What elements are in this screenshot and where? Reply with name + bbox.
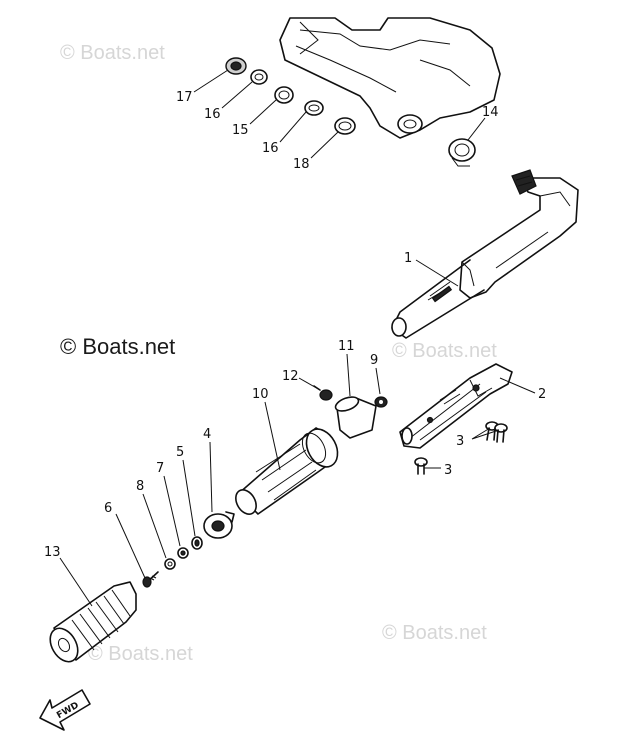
callout-3a: 3 (456, 434, 464, 449)
callout-1: 1 (404, 251, 412, 266)
callout-3b: 3 (444, 463, 452, 478)
part-3-screw-b (494, 423, 508, 443)
part-2-grip-bracket (399, 363, 513, 449)
watermark-bottom-right: © Boats.net (382, 622, 487, 644)
callout-18: 18 (293, 157, 310, 172)
part-1-steering-handle (391, 169, 579, 339)
part-7-washer (177, 547, 189, 559)
watermark-mid-right: © Boats.net (392, 340, 497, 362)
part-17-nut (225, 57, 247, 75)
part-14-bushing (448, 138, 476, 167)
callout-14: 14 (482, 105, 499, 120)
watermark-top: © Boats.net (60, 42, 165, 64)
callout-9: 9 (370, 353, 378, 368)
callout-7: 7 (156, 461, 164, 476)
part-15-bushing (274, 86, 294, 104)
callout-13: 13 (44, 545, 61, 560)
part-11-throttle-collar (334, 396, 377, 439)
part-16-washer-lower (304, 100, 324, 116)
callout-16a: 16 (204, 107, 221, 122)
watermark-mid-left: © Boats.net (60, 334, 176, 359)
part-5-washer (191, 536, 203, 550)
callout-15: 15 (232, 123, 249, 138)
callout-11: 11 (338, 339, 355, 354)
callout-17: 17 (176, 90, 193, 105)
callout-12: 12 (282, 369, 299, 384)
callout-6: 6 (104, 501, 112, 516)
part-16-washer-upper (250, 69, 268, 85)
part-8-washer (164, 558, 176, 570)
callout-4: 4 (203, 427, 211, 442)
part-3-screw-c (414, 457, 428, 475)
part-6-screw (142, 571, 159, 588)
callout-5: 5 (176, 445, 184, 460)
part-10-throttle-shaft (235, 427, 339, 515)
callout-8: 8 (136, 479, 144, 494)
watermark-bottom-left: © Boats.net (88, 643, 193, 665)
callout-labels: 17 16 15 16 18 14 1 2 3 3 11 9 12 10 4 5… (44, 90, 546, 560)
part-18-washer (334, 117, 356, 135)
fwd-direction-arrow: FWD (39, 689, 91, 731)
callout-2: 2 (538, 387, 546, 402)
callout-10: 10 (252, 387, 269, 402)
leader-lines (59, 69, 536, 607)
steering-bracket-housing (279, 17, 501, 139)
part-13-throttle-grip (49, 581, 137, 663)
part-4-friction-plate (203, 511, 235, 539)
callout-16b: 16 (262, 141, 279, 156)
part-9-nut (374, 396, 388, 408)
